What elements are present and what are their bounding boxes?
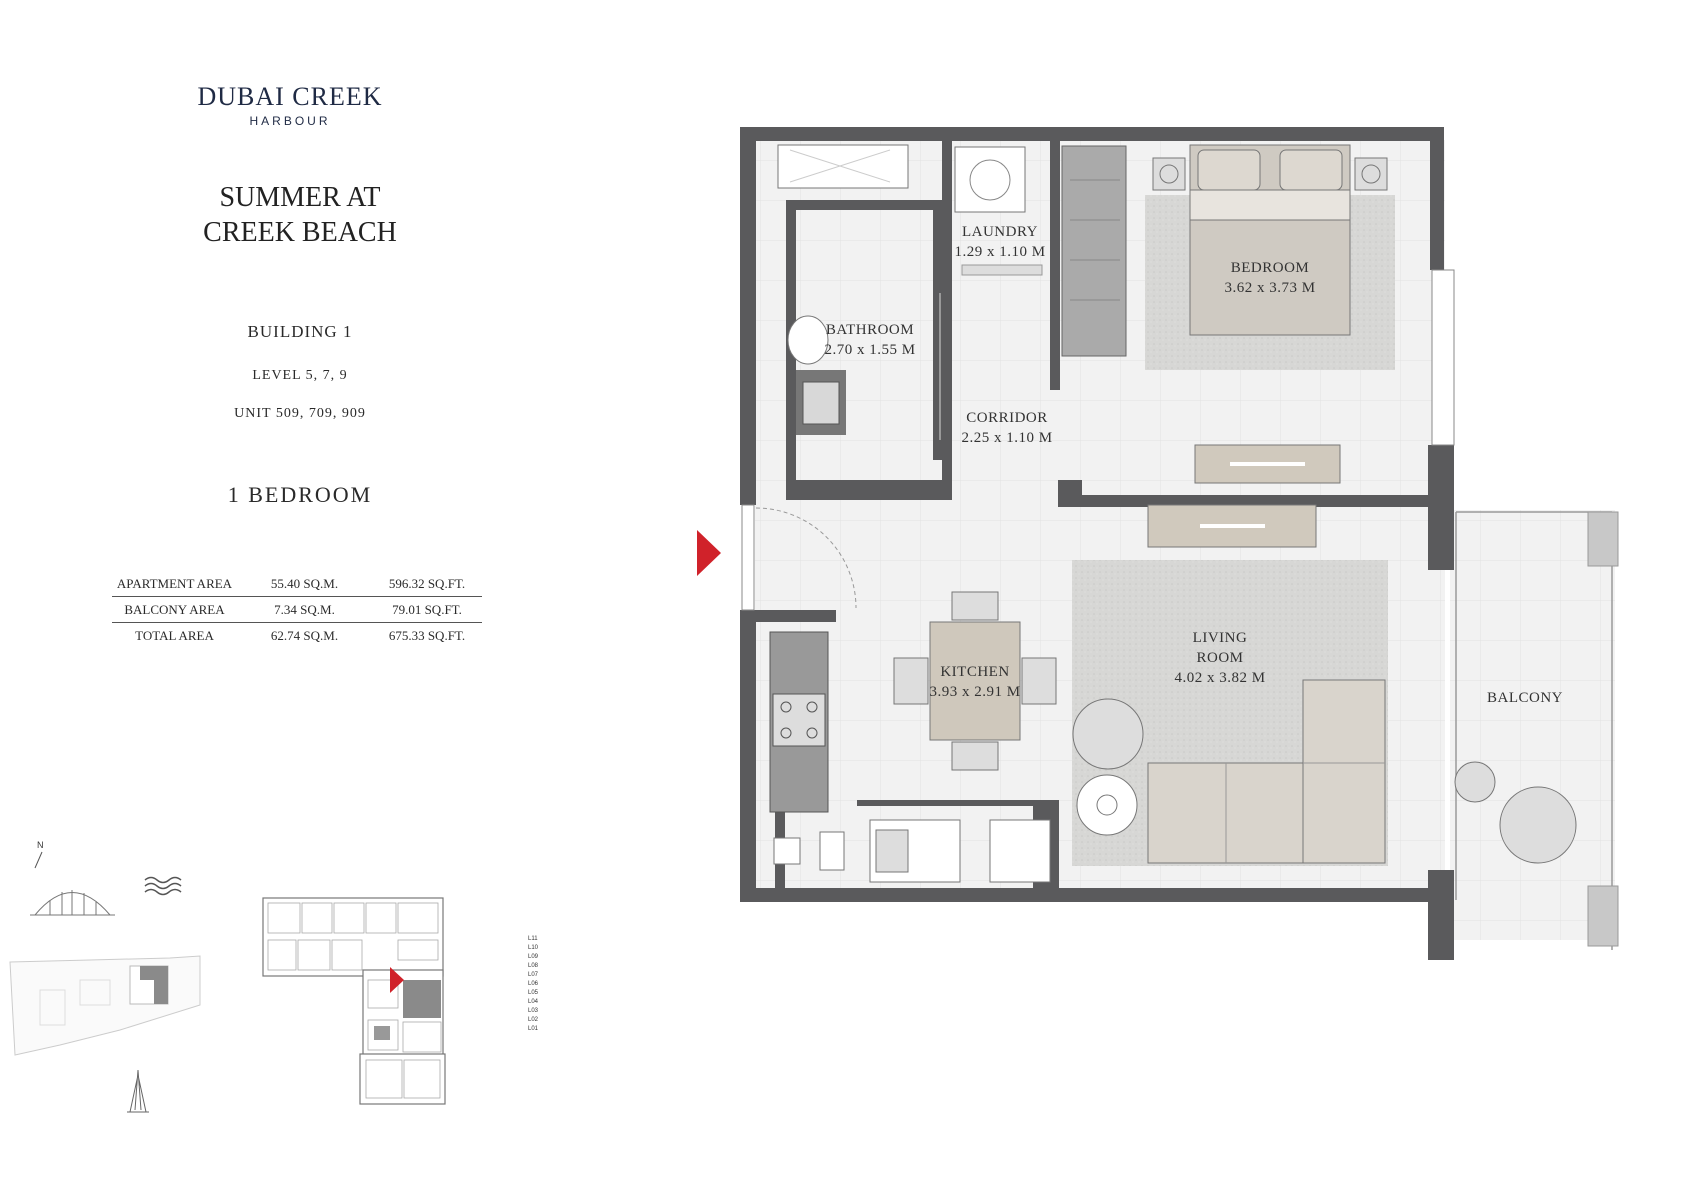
level-label: L02 (528, 1017, 539, 1023)
area-sqft: 675.33 SQ.FT. (372, 622, 482, 648)
site-plan (9, 955, 201, 1056)
bedroom-window (1431, 269, 1455, 446)
kitchen-counter (769, 631, 829, 813)
level-label: L10 (528, 945, 539, 951)
level-label: L11 (528, 936, 538, 942)
site-key-map: N (9, 840, 446, 1113)
room-dimensions: 3.62 x 3.73 M (1224, 280, 1316, 296)
bed (1189, 144, 1351, 336)
room-dimensions: 2.70 x 1.55 M (824, 342, 916, 358)
room-name: BATHROOM (825, 322, 915, 338)
room-name: KITCHEN (940, 664, 1010, 680)
area-sqft: 79.01 SQ.FT. (372, 596, 482, 623)
vanity (796, 370, 846, 435)
living-rug (1072, 560, 1388, 866)
fridge (989, 819, 1051, 883)
kitchen-sink (869, 819, 961, 883)
area-sqft: 596.32 SQ.FT. (388, 575, 466, 591)
room-dimensions: 1.29 x 1.10 M (954, 244, 1046, 260)
brand-name: DUBAI CREEK (197, 82, 383, 111)
level-label: LEVEL 5, 7, 9 (252, 368, 348, 383)
area-row: TOTAL AREA 62.74 SQ.M. 675.33 SQ.FT. (112, 622, 482, 648)
project-title-line2: CREEK BEACH (203, 217, 397, 248)
level-label: L09 (528, 954, 539, 960)
sofa (1147, 762, 1304, 864)
area-table: APARTMENT AREA 55.40 SQ.M. 596.32 SQ.FT.… (112, 571, 482, 648)
area-label: APARTMENT AREA (116, 575, 233, 591)
kitchen-label: KITCHEN 3.93 x 2.91 M (910, 662, 1040, 702)
walls (740, 127, 1454, 960)
north-arrow-icon: N (34, 840, 44, 869)
unit-type: 1 BEDROOM (227, 482, 373, 507)
cooktop (772, 693, 826, 747)
project-title-line1: SUMMER AT (219, 182, 381, 213)
brand-subtitle: HARBOUR (249, 114, 331, 128)
laundry-label: LAUNDRY 1.29 x 1.10 M (935, 222, 1065, 262)
unit-label: UNIT 509, 709, 909 (234, 406, 366, 421)
balcony-railing (1455, 511, 1613, 950)
balcony-label: BALCONY (1460, 688, 1590, 708)
north-label: N (37, 840, 44, 850)
balcony-chair (1499, 786, 1577, 864)
wardrobe (1061, 145, 1127, 357)
apartment-floor (755, 140, 1445, 900)
side-table (1076, 774, 1138, 836)
building-label: BUILDING 1 (247, 322, 353, 341)
level-label: L05 (528, 990, 539, 996)
living-room-label: LIVING ROOM 4.02 x 3.82 M (1155, 628, 1285, 688)
room-dimensions: 3.93 x 2.91 M (929, 684, 1021, 700)
area-sqm: 7.34 SQ.M. (237, 596, 372, 623)
area-label: TOTAL AREA (112, 622, 237, 648)
area-sqm: 62.74 SQ.M. (237, 622, 372, 648)
washing-machine (954, 146, 1026, 213)
bathtub (777, 144, 909, 189)
brand-logo: DUBAI CREEK HARBOUR (170, 82, 410, 128)
tower-icon (127, 1069, 149, 1113)
area-row: BALCONY AREA 7.34 SQ.M. 79.01 SQ.FT. (112, 596, 482, 623)
bridge-icon (30, 890, 115, 916)
room-name: BEDROOM (1230, 260, 1310, 276)
room-dimensions: 2.25 x 1.10 M (961, 430, 1053, 446)
corridor-label: CORRIDOR 2.25 x 1.10 M (942, 408, 1072, 448)
room-name: BALCONY (1486, 690, 1563, 706)
area-label: BALCONY AREA (112, 596, 237, 623)
entrance-arrow-icon (697, 530, 721, 576)
level-label: L08 (528, 963, 539, 969)
room-dimensions: 4.02 x 3.82 M (1174, 670, 1266, 686)
building-key-plan (262, 897, 446, 1105)
level-label: L06 (528, 981, 539, 987)
room-name: CORRIDOR (966, 410, 1048, 426)
waves-icon (144, 876, 182, 896)
project-title: SUMMER AT CREEK BEACH (150, 180, 450, 250)
area-row: APARTMENT AREA 55.40 SQ.M. 596.32 SQ.FT. (112, 571, 482, 597)
tv-console (1147, 504, 1317, 548)
balcony-floor (1450, 510, 1615, 940)
bedroom-label: BEDROOM 3.62 x 3.73 M (1205, 258, 1335, 298)
room-name: LAUNDRY (961, 224, 1038, 240)
room-name: ROOM (1196, 650, 1244, 666)
room-name: LIVING (1192, 630, 1248, 646)
bathroom-label: BATHROOM 2.70 x 1.55 M (805, 320, 935, 360)
balcony-table (1454, 761, 1496, 803)
level-label: L04 (528, 999, 539, 1005)
area-sqm: 55.40 SQ.M. (270, 575, 339, 591)
level-label: L01 (528, 1026, 539, 1032)
level-label: L07 (528, 972, 539, 978)
armchair (1072, 698, 1144, 770)
level-label: L03 (528, 1008, 539, 1014)
bedroom-dresser (1194, 444, 1341, 484)
